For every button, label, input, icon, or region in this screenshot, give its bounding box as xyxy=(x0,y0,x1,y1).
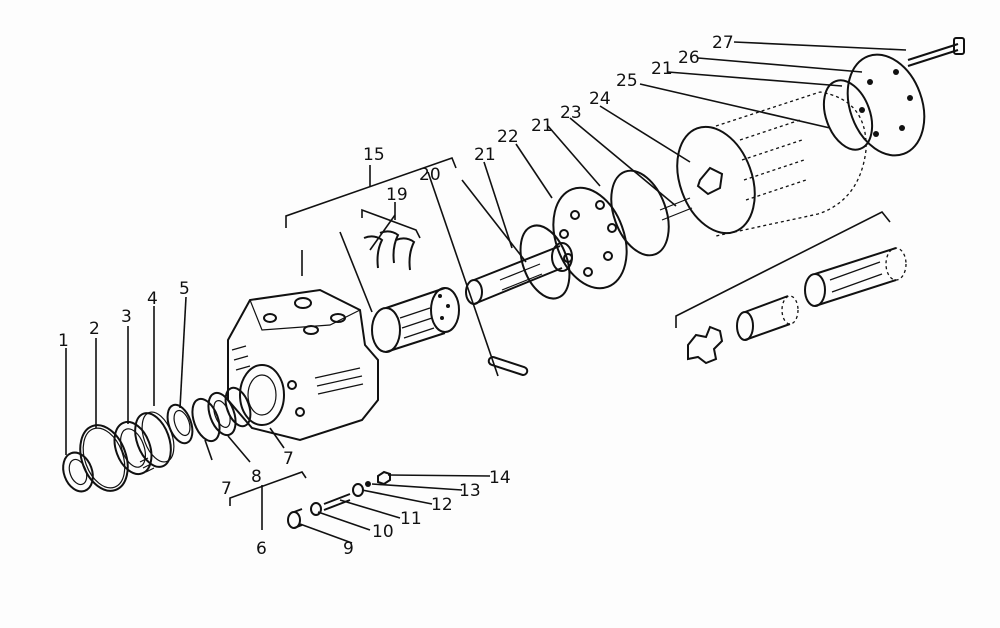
label-1: 1 xyxy=(58,331,69,351)
label-21a: 21 xyxy=(474,145,496,165)
leader-lines xyxy=(65,41,907,544)
part-7-8-bearing xyxy=(191,386,252,443)
label-8: 8 xyxy=(251,467,262,487)
label-6: 6 xyxy=(256,539,267,559)
part-22-plate xyxy=(552,186,628,290)
part-gear-set xyxy=(687,247,907,365)
part-spool xyxy=(371,287,460,353)
label-27: 27 xyxy=(712,33,734,53)
label-2: 2 xyxy=(89,319,100,339)
part-21-o-rings xyxy=(519,79,874,300)
part-1-seal-ring xyxy=(62,451,94,493)
label-19: 19 xyxy=(386,185,408,205)
bracket-15 xyxy=(285,156,457,228)
label-9: 9 xyxy=(343,539,354,559)
label-22: 22 xyxy=(497,127,519,147)
part-26-end-cap xyxy=(846,53,926,157)
label-5: 5 xyxy=(179,279,190,299)
label-7a: 7 xyxy=(221,479,232,499)
label-7b: 7 xyxy=(283,449,294,469)
label-13: 13 xyxy=(459,481,481,501)
label-21b: 21 xyxy=(531,116,553,136)
part-25-cylinder xyxy=(715,91,867,237)
part-19-springs xyxy=(363,230,416,271)
label-25: 25 xyxy=(616,71,638,91)
part-5-ring xyxy=(166,403,194,445)
label-21c: 21 xyxy=(651,59,673,79)
label-24: 24 xyxy=(589,89,611,109)
label-11: 11 xyxy=(400,509,422,529)
label-10: 10 xyxy=(372,522,394,542)
part-2-o-ring xyxy=(79,424,129,492)
part-4-bearing-ring xyxy=(134,411,175,473)
part-3-ring xyxy=(113,420,153,476)
label-15: 15 xyxy=(363,145,385,165)
part-27-bolt xyxy=(907,37,965,67)
part-housing xyxy=(227,288,379,442)
label-14: 14 xyxy=(489,468,511,488)
label-23: 23 xyxy=(560,103,582,123)
bracket-gears xyxy=(675,210,891,328)
part-20-pin xyxy=(487,356,529,376)
label-4: 4 xyxy=(147,289,158,309)
label-20: 20 xyxy=(419,165,441,185)
label-3: 3 xyxy=(121,307,132,327)
label-26: 26 xyxy=(678,48,700,68)
bracket-19 xyxy=(361,202,421,239)
bracket-6 xyxy=(229,471,307,530)
label-12: 12 xyxy=(431,495,453,515)
